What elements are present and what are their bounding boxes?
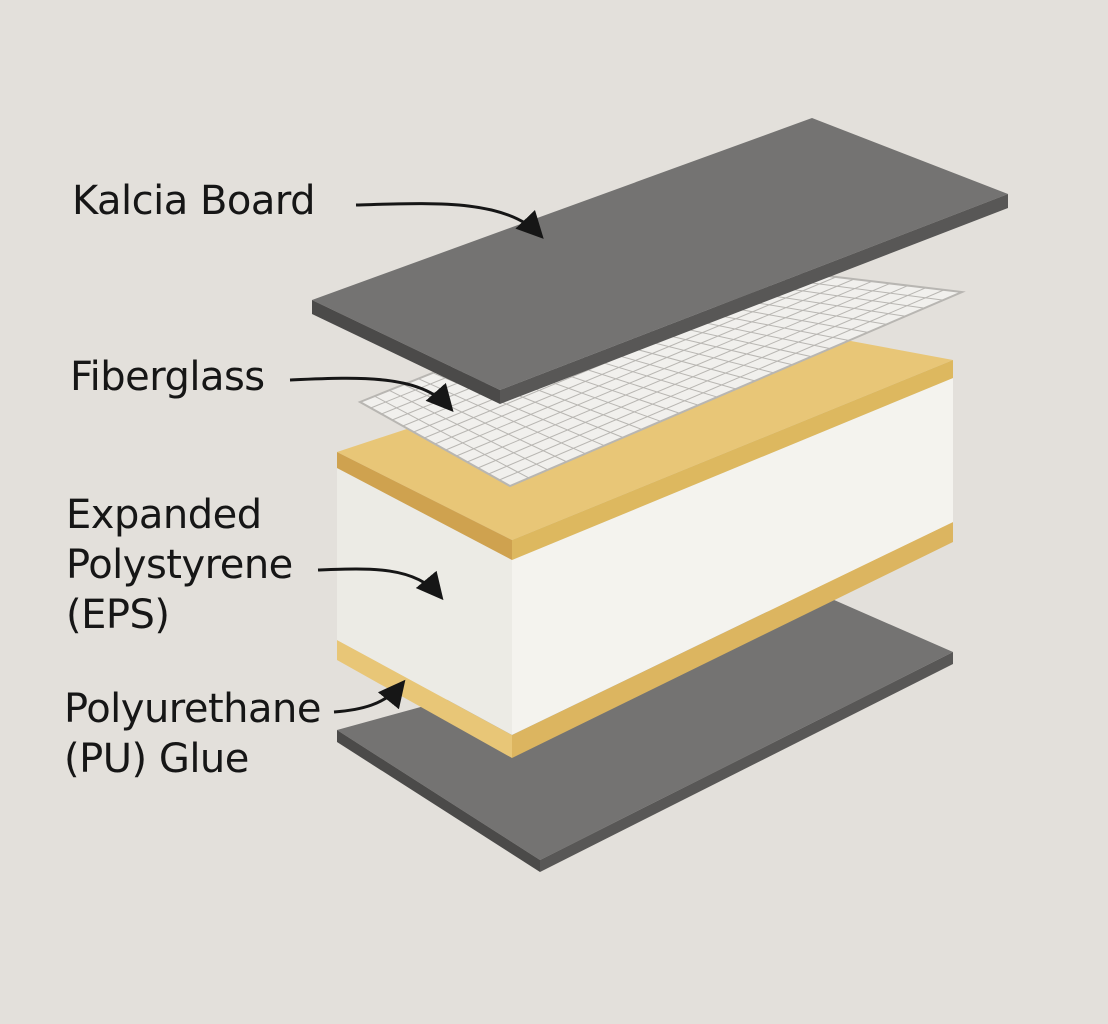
eps-label: Expanded Polystyrene (EPS) xyxy=(66,490,293,640)
fiberglass-grid-line xyxy=(488,287,927,475)
bottom-glue-side xyxy=(512,522,953,758)
bottom-glue-front xyxy=(337,640,512,758)
fiberglass-label-text: Fiberglass xyxy=(70,354,265,400)
top-glue-top xyxy=(337,320,953,540)
kalcia-board-arrow xyxy=(355,202,544,239)
eps-label-line-1: Expanded xyxy=(66,492,262,538)
pu-glue-label: Polyurethane (PU) Glue xyxy=(64,684,322,784)
bottom-board-right-edge xyxy=(540,652,953,872)
fiberglass-arrow xyxy=(289,376,454,413)
eps-side-face xyxy=(512,378,953,735)
fiberglass-grid-line xyxy=(434,276,837,445)
top-glue-side xyxy=(512,360,953,560)
top-kalcia-board xyxy=(312,118,1008,404)
fiberglass-grid-line xyxy=(466,282,891,463)
eps-label-line-3: (EPS) xyxy=(66,592,170,638)
kalcia-board-label: Kalcia Board xyxy=(72,176,316,226)
leader-arrows xyxy=(289,202,544,714)
fiberglass-grid-line xyxy=(445,278,855,451)
kalcia-board-label-text: Kalcia Board xyxy=(72,178,316,224)
fiberglass-grid-line xyxy=(477,285,909,469)
top-board-front-edge xyxy=(312,300,500,404)
fiberglass-grid-line xyxy=(499,289,945,481)
core-panel xyxy=(337,320,953,758)
bottom-board-front-edge xyxy=(337,730,540,872)
top-glue-front xyxy=(337,452,512,560)
eps-arrow xyxy=(317,567,444,601)
pu-glue-arrow xyxy=(333,679,406,714)
bottom-board-top xyxy=(337,596,953,860)
pu-glue-label-line-2: (PU) Glue xyxy=(64,736,249,782)
fiberglass-grid-line xyxy=(456,280,873,457)
pu-glue-label-line-1: Polyurethane xyxy=(64,686,322,732)
top-board-right-edge xyxy=(500,194,1008,404)
eps-label-line-2: Polystyrene xyxy=(66,542,293,588)
bottom-kalcia-board xyxy=(337,596,953,872)
eps-front-face xyxy=(337,468,512,735)
fiberglass-label: Fiberglass xyxy=(70,352,265,402)
top-board-top xyxy=(312,118,1008,390)
